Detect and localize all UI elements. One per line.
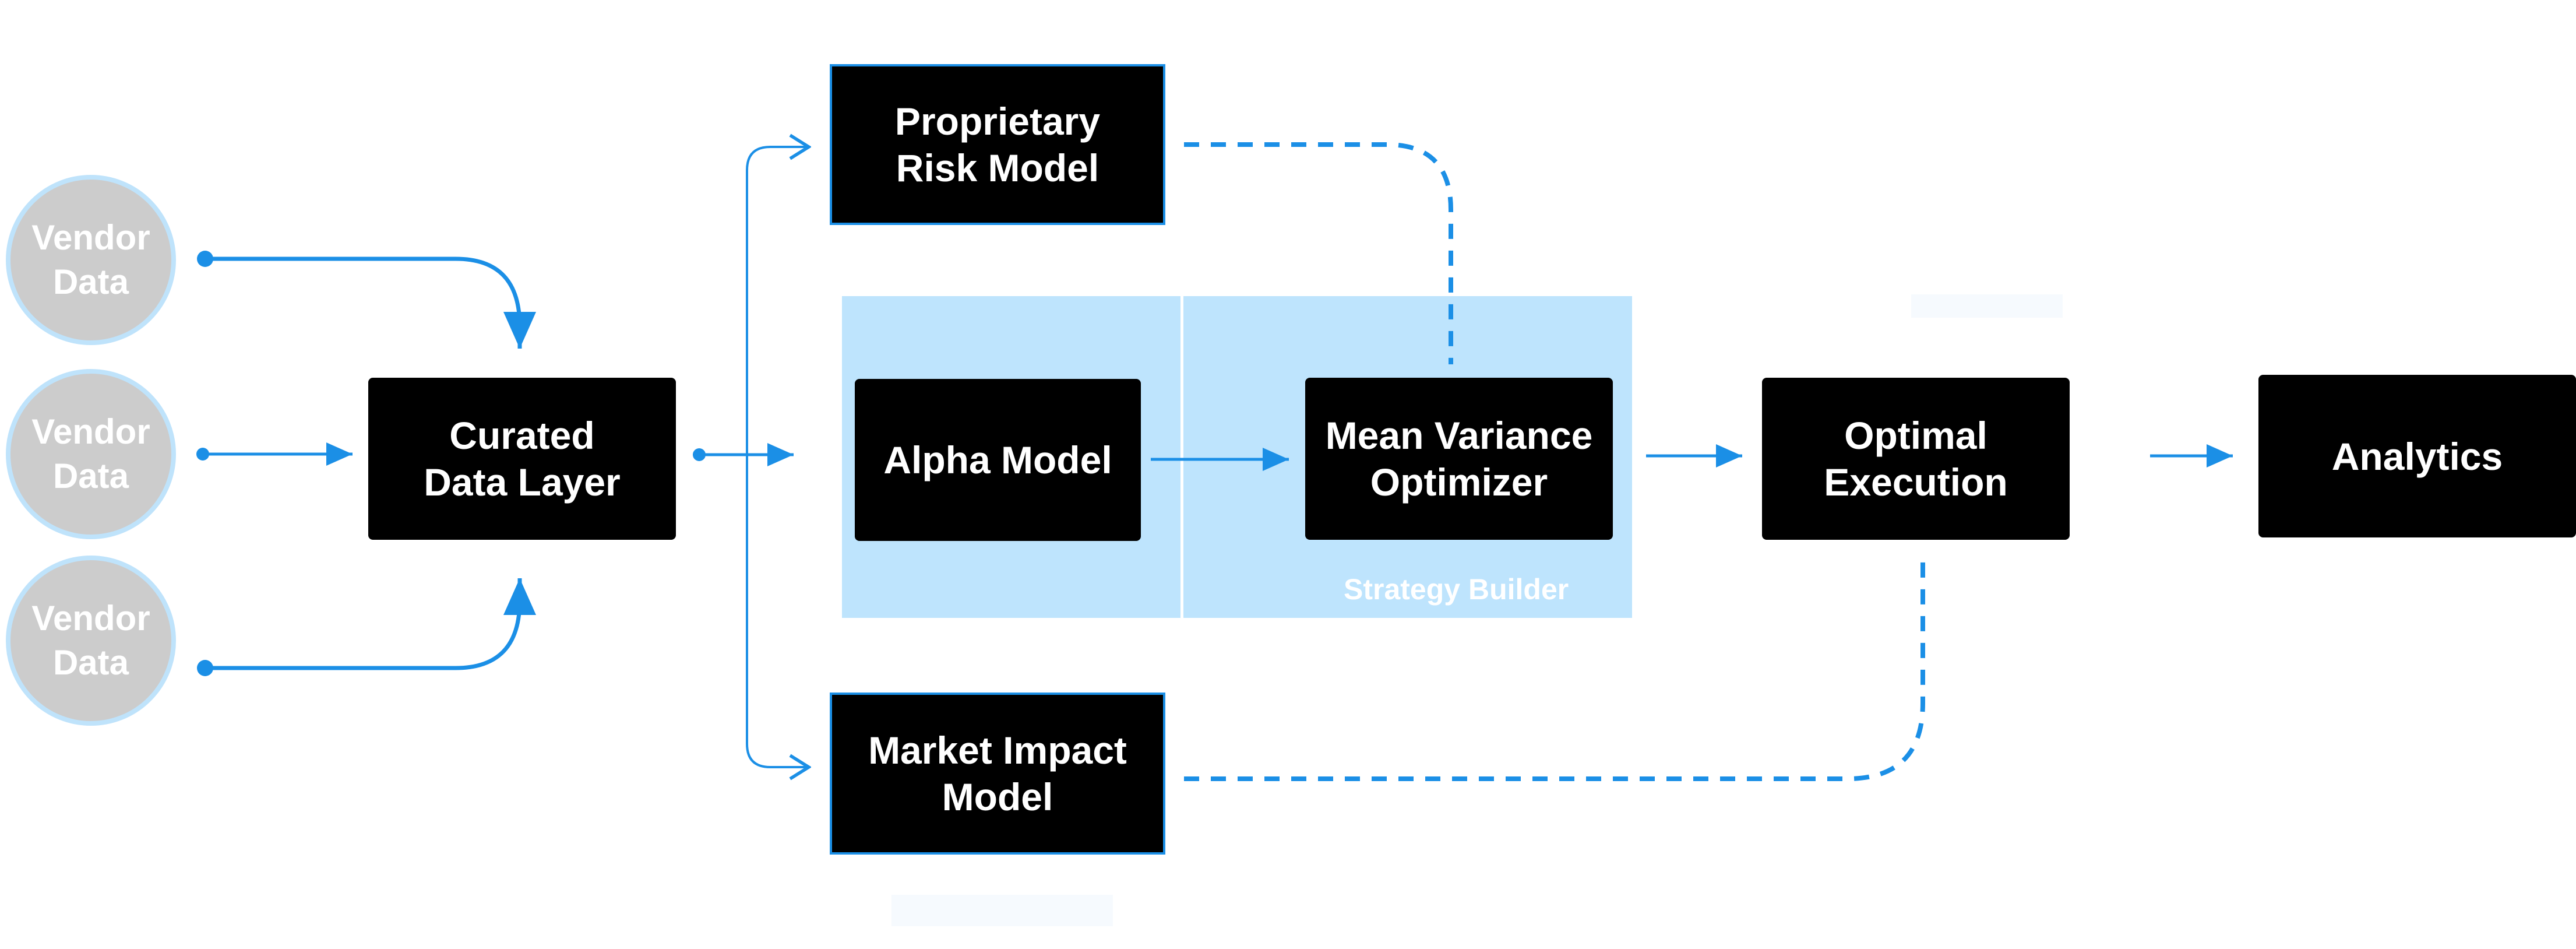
panel-divider [1180,296,1183,618]
faint-mark-top [1911,294,2063,318]
vendor-data-node: Vendor Data [6,556,176,726]
connector-branch-impact [746,455,809,767]
curated-data-layer-node: Curated Data Layer [368,378,676,540]
connector-vendor3-curated [205,578,536,670]
alpha-model-node: Alpha Model [855,379,1141,541]
mean-variance-optimizer-node: Mean Variance Optimizer [1305,378,1613,540]
connector-vendor1-curated [205,256,536,349]
vendor-data-node: Vendor Data [6,175,176,345]
dashed-link-risk-optimizer [1184,142,1453,364]
risk-model-node: Proprietary Risk Model [830,64,1165,225]
market-impact-model-node: Market Impact Model [830,693,1165,855]
vendor-data-node: Vendor Data [6,369,176,539]
faint-mark-bottom [891,895,1113,926]
connector-branch-risk [746,147,809,455]
optimal-execution-node: Optimal Execution [1762,378,2070,540]
strategy-builder-label: Strategy Builder [1344,573,1569,606]
analytics-node: Analytics [2258,375,2576,537]
dashed-link-impact-execution [1184,560,1925,781]
